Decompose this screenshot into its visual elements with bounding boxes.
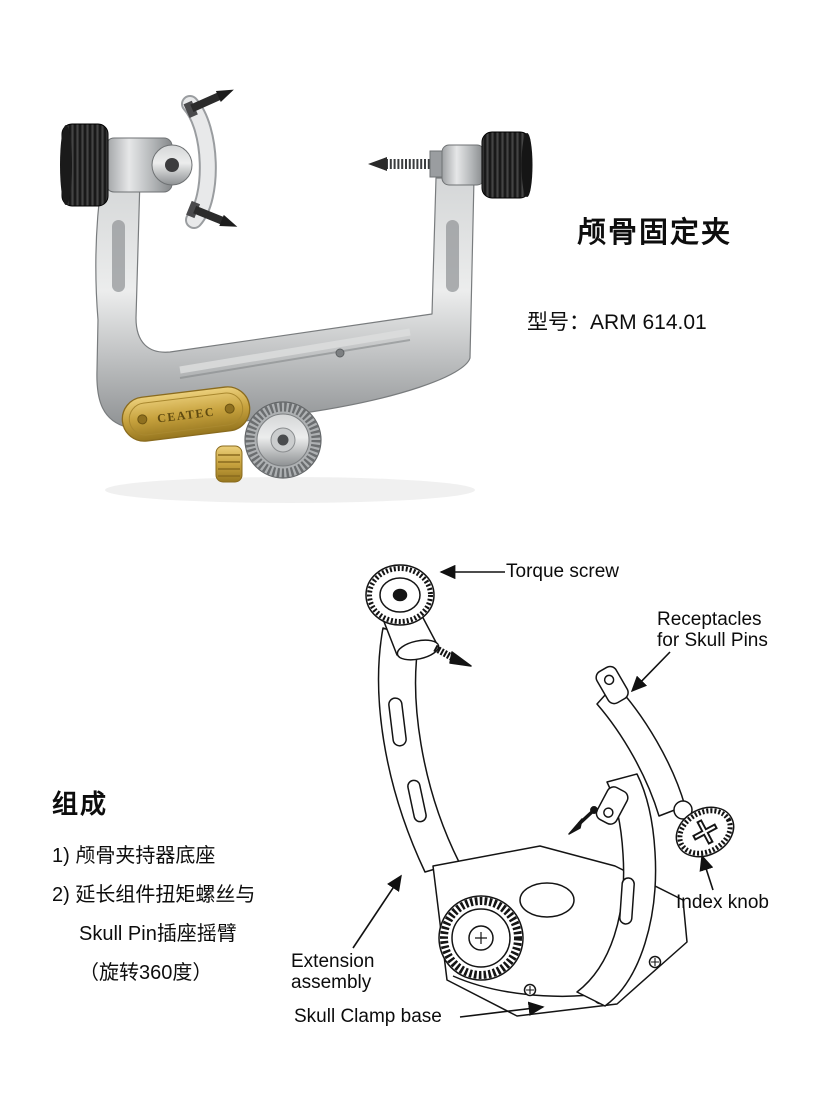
composition-item-2: 2) 延长组件扭矩螺丝与 — [52, 884, 256, 906]
label-skull-clamp-base: Skull Clamp base — [294, 1006, 442, 1027]
left-knob-cap — [60, 125, 72, 205]
rocker-pivot-screw — [165, 158, 179, 172]
label-torque-screw: Torque screw — [506, 561, 619, 582]
callout-arrows — [352, 564, 714, 1018]
composition-item-2b: Skull Pin插座摇臂 — [79, 923, 237, 945]
label-receptacles: Receptacles for Skull Pins — [657, 609, 768, 651]
arrow-extension — [352, 874, 402, 949]
bar-groove-shadow — [179, 339, 411, 379]
receptacle-top — [595, 665, 629, 705]
right-pin-assembly — [368, 131, 533, 199]
composition-heading: 组成 — [52, 789, 109, 819]
clamp-frame — [95, 177, 475, 430]
torque-screw — [365, 564, 472, 667]
arrow-base — [459, 1001, 545, 1018]
label-receptacles-line2: for Skull Pins — [657, 630, 768, 651]
ratchet-wheel-drawing — [438, 895, 524, 981]
receptacle-bottom — [595, 786, 629, 825]
ratchet-wheel — [244, 401, 322, 479]
right-arm-groove — [446, 220, 459, 292]
extension-arm — [377, 627, 460, 873]
skull-clamp-diagram — [352, 564, 735, 1018]
photo-shadow — [105, 477, 475, 503]
base-screw-1 — [523, 983, 537, 997]
product-title: 颅骨固定夹 — [577, 217, 733, 249]
torque-pin-tip — [449, 651, 472, 667]
right-arm — [576, 773, 657, 1007]
brass-pin — [215, 445, 243, 483]
label-extension-line1: Extension — [291, 951, 375, 972]
base-screw-3 — [648, 955, 662, 969]
composition-item-2c: （旋转360度） — [79, 962, 213, 984]
skull-pin-bottom — [186, 200, 238, 227]
bar-groove-highlight — [179, 328, 411, 374]
right-knob-cap — [521, 133, 533, 197]
pin-tip — [368, 157, 387, 171]
label-extension-line2: assembly — [291, 972, 372, 993]
base-boss — [519, 882, 575, 918]
index-knob — [673, 800, 735, 858]
arrow-receptacles — [630, 651, 671, 693]
composition-block: 组成 1) 颅骨夹持器底座 2) 延长组件扭矩螺丝与 Skull Pin插座摇臂… — [52, 784, 255, 993]
label-extension: Extension assembly — [291, 951, 374, 993]
rocker-pin-tip — [568, 818, 583, 835]
plate-screw-left — [137, 414, 148, 425]
rocker-arm-drawing — [568, 665, 686, 835]
plate-screw-right — [224, 403, 235, 414]
label-index-knob: Index knob — [676, 892, 769, 913]
model-number: 型号：ARM 614.01 — [527, 311, 707, 334]
right-housing — [441, 144, 485, 186]
left-torque-assembly — [60, 89, 238, 229]
composition-item-1: 1) 颅骨夹持器底座 — [52, 845, 216, 867]
skull-pin-top — [183, 89, 234, 119]
name-plate: CEATEC — [121, 386, 251, 442]
left-arm-groove — [112, 220, 125, 292]
label-receptacles-line1: Receptacles — [657, 609, 762, 630]
arrow-index-knob — [699, 854, 714, 891]
bar-screw — [335, 348, 345, 358]
skull-clamp-photo: CEATEC — [60, 89, 533, 503]
